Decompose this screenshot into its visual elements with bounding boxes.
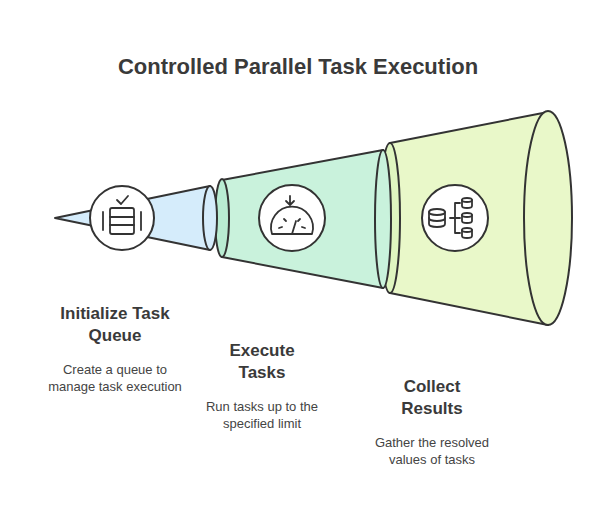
queue-icon bbox=[90, 186, 154, 250]
stage-heading: Collect Results bbox=[377, 376, 487, 420]
funnel-rim bbox=[524, 111, 572, 325]
funnel-segment bbox=[55, 186, 210, 250]
stage-label: Execute TasksRun tasks up to the specifi… bbox=[192, 340, 332, 432]
funnel-rim bbox=[375, 150, 391, 288]
stage-label: Initialize Task QueueCreate a queue to m… bbox=[40, 303, 190, 395]
stage-label: Collect ResultsGather the resolved value… bbox=[362, 376, 502, 468]
funnel-rim bbox=[203, 186, 217, 250]
stage-description: Run tasks up to the specified limit bbox=[192, 398, 332, 432]
diagram-title: Controlled Parallel Task Execution bbox=[0, 54, 596, 80]
stage-heading: Initialize Task Queue bbox=[60, 303, 170, 347]
funnel-segment bbox=[222, 150, 383, 288]
stage-description: Create a queue to manage task execution bbox=[40, 361, 190, 395]
results-icon bbox=[422, 185, 488, 251]
stage-heading: Execute Tasks bbox=[207, 340, 317, 384]
gauge-icon bbox=[259, 185, 325, 251]
stage-description: Gather the resolved values of tasks bbox=[362, 434, 502, 468]
